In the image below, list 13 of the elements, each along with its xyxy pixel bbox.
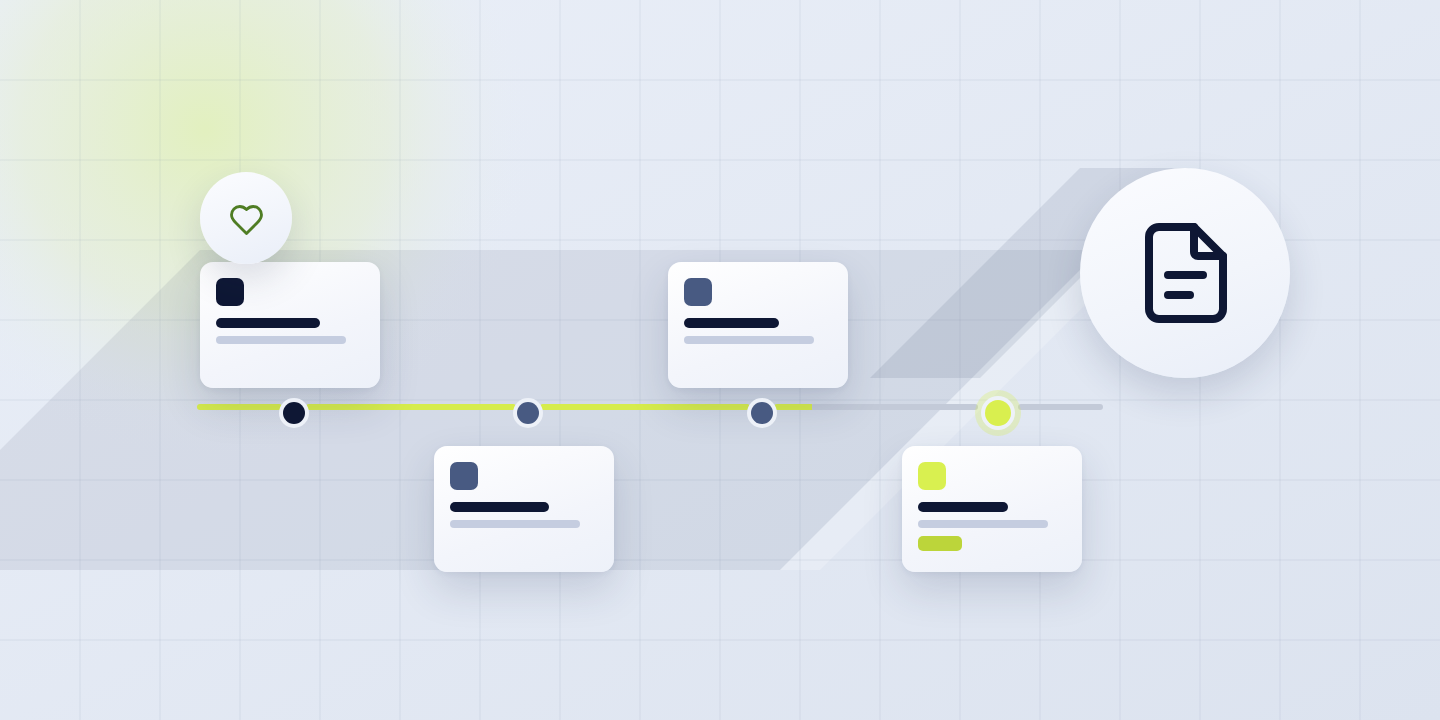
timeline-track — [540, 404, 750, 410]
card — [200, 262, 380, 388]
timeline-track — [1018, 404, 1103, 410]
timeline-track — [774, 404, 978, 410]
timeline-dot — [279, 398, 309, 428]
timeline-dot — [975, 390, 1021, 436]
timeline-track — [197, 404, 282, 410]
card — [434, 446, 614, 572]
card — [668, 262, 848, 388]
timeline-track — [306, 404, 516, 410]
timeline-dot — [513, 398, 543, 428]
card — [902, 446, 1082, 572]
timeline-dot — [747, 398, 777, 428]
